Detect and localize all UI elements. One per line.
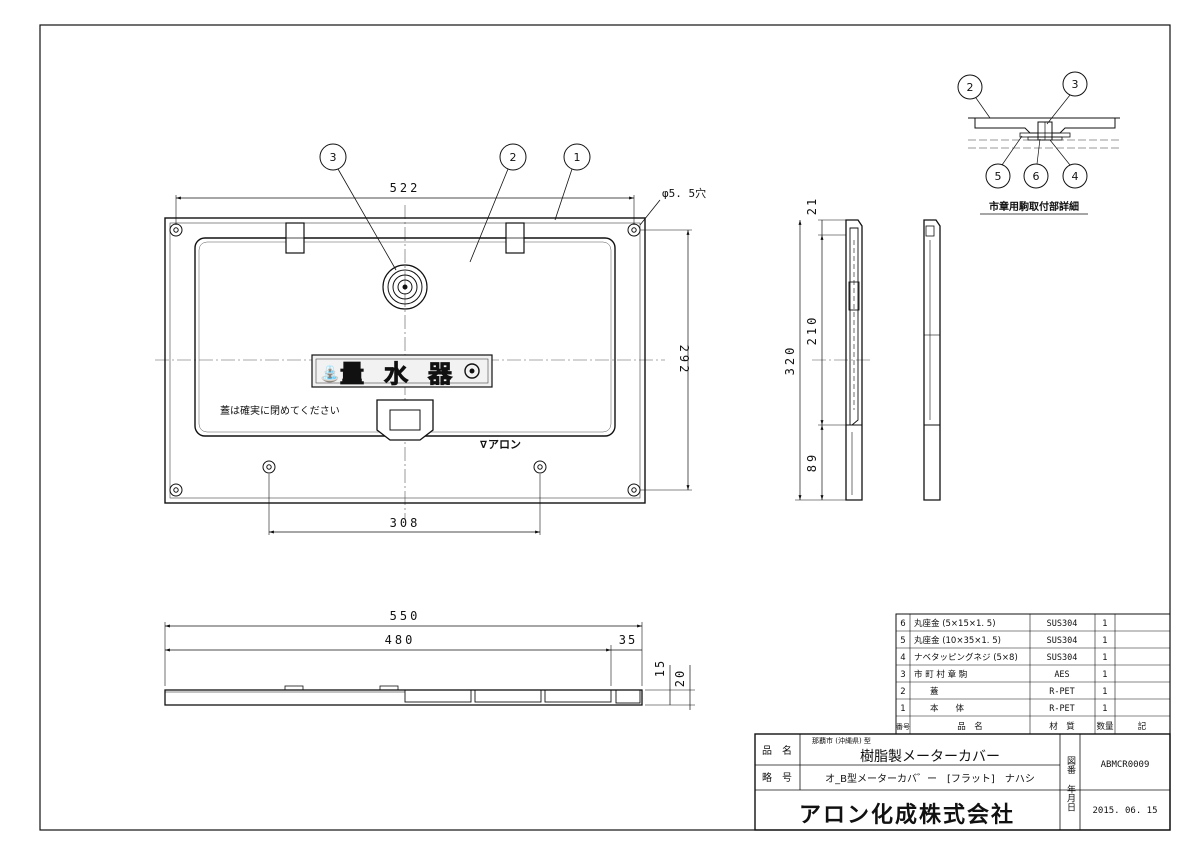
dim-550: 550 <box>390 609 421 623</box>
dim-320: 320 <box>783 345 797 376</box>
row-5-name: 丸座金 (10×35×1. 5) <box>914 635 1001 646</box>
row-1-material: R-PET <box>1049 704 1075 714</box>
dim-292: 292 <box>677 345 691 376</box>
row-4-qty: 1 <box>1102 653 1107 663</box>
detail-balloon-4: 4 <box>1072 170 1079 183</box>
dim-20: 20 <box>673 669 687 687</box>
row-1-qty: 1 <box>1102 704 1107 714</box>
lid-handle <box>376 399 434 441</box>
dim-89: 89 <box>805 452 819 472</box>
sheet-border <box>39 24 1171 831</box>
row-3-material: AES <box>1054 670 1069 680</box>
bottom-view: 550 480 35 15 20 <box>164 609 695 710</box>
parts-table: 6 丸座金 (5×15×1. 5) SUS304 1 5 丸座金 (10×35×… <box>895 613 1171 735</box>
date: 2015. 06. 15 <box>1092 806 1157 816</box>
ryakugo: オ_B型メーターカバ゛ー [フラット] ナハシ <box>825 772 1035 785</box>
dim-35: 35 <box>619 633 637 647</box>
dim-480: 480 <box>385 633 416 647</box>
hinmei: 樹脂製メーターカバー <box>860 749 1000 765</box>
meter-cover-body <box>164 217 646 504</box>
side-view: 21 210 89 320 <box>783 197 941 501</box>
row-6-qty: 1 <box>1102 619 1107 629</box>
hinmei-sub: 那覇市 (沖縄県) 型 <box>812 736 871 745</box>
row-1-name: 本 体 <box>930 703 965 714</box>
dim-522: 522 <box>390 181 421 195</box>
detail-view: 2 3 5 6 4 市章用駒取付部詳細 <box>957 71 1120 215</box>
side-section <box>845 219 863 501</box>
plate-emblem-text: 量水器 <box>340 360 472 388</box>
svg-text:∇: ∇ <box>480 440 487 451</box>
detail-balloon-6: 6 <box>1033 170 1040 183</box>
detail-balloon-2: 2 <box>967 81 974 94</box>
zuban-label: 図番 <box>1065 756 1076 774</box>
front-balloons: 3 2 1 <box>319 143 591 271</box>
detail-balloon-3: 3 <box>1072 78 1079 91</box>
balloon-2: 2 <box>510 151 517 164</box>
dim-308: 308 <box>390 516 421 530</box>
row-4-material: SUS304 <box>1047 653 1078 663</box>
balloon-3: 3 <box>330 151 337 164</box>
maker-mark: アロン <box>488 438 521 451</box>
row-6-material: SUS304 <box>1047 619 1078 629</box>
header-note: 記 <box>1138 721 1147 732</box>
title-block: 品 名 那覇市 (沖縄県) 型 樹脂製メーターカバー 略 号 オ_B型メーターカ… <box>754 733 1171 831</box>
header-name: 品 名 <box>957 721 983 732</box>
balloon-1: 1 <box>574 151 581 164</box>
bottom-body <box>164 689 643 706</box>
side-elevation <box>923 219 941 501</box>
plate-right-logo <box>464 363 480 379</box>
detail-caption: 市章用駒取付部詳細 <box>989 200 1079 213</box>
ryakugo-label: 略 号 <box>762 771 792 784</box>
header-no: 番号 <box>896 723 910 731</box>
front-view: ⛲ 量水器 蓋は確実に閉めてください アロン ∇ 3 2 <box>155 143 706 535</box>
zuban: ABMCR0009 <box>1101 760 1150 770</box>
plate-left-logo: ⛲ <box>320 364 340 383</box>
dim-21: 21 <box>805 197 819 215</box>
row-3-name: 市 町 村 章 駒 <box>914 669 967 680</box>
row-5-material: SUS304 <box>1047 636 1078 646</box>
dim-210: 210 <box>805 315 819 346</box>
row-2-qty: 1 <box>1102 687 1107 697</box>
dim-15: 15 <box>653 659 667 677</box>
row-6-name: 丸座金 (5×15×1. 5) <box>914 618 996 629</box>
row-4-name: ナベタッピングネジ (5×8) <box>914 652 1018 663</box>
row-3-qty: 1 <box>1102 670 1107 680</box>
row-3-no: 3 <box>900 670 905 680</box>
row-4-no: 4 <box>900 653 905 663</box>
row-2-no: 2 <box>900 687 905 697</box>
lid-caption: 蓋は確実に閉めてください <box>220 404 340 417</box>
hinmei-label: 品 名 <box>762 744 792 757</box>
row-5-no: 5 <box>900 636 905 646</box>
row-5-qty: 1 <box>1102 636 1107 646</box>
date-label: 年月日 <box>1065 783 1076 811</box>
header-material: 材 質 <box>1049 721 1075 732</box>
header-qty: 数量 <box>1096 721 1114 732</box>
hole-callout: φ5. 5穴 <box>662 186 706 200</box>
water-meter-plate: ⛲ 量水器 <box>311 354 493 388</box>
detail-balloon-5: 5 <box>995 170 1002 183</box>
company-name: アロン化成株式会社 <box>799 802 1015 828</box>
city-emblem-piece <box>382 264 428 310</box>
row-6-no: 6 <box>900 619 905 629</box>
row-2-material: R-PET <box>1049 687 1075 697</box>
row-1-no: 1 <box>900 704 905 714</box>
row-2-name: 蓋 <box>930 686 939 697</box>
